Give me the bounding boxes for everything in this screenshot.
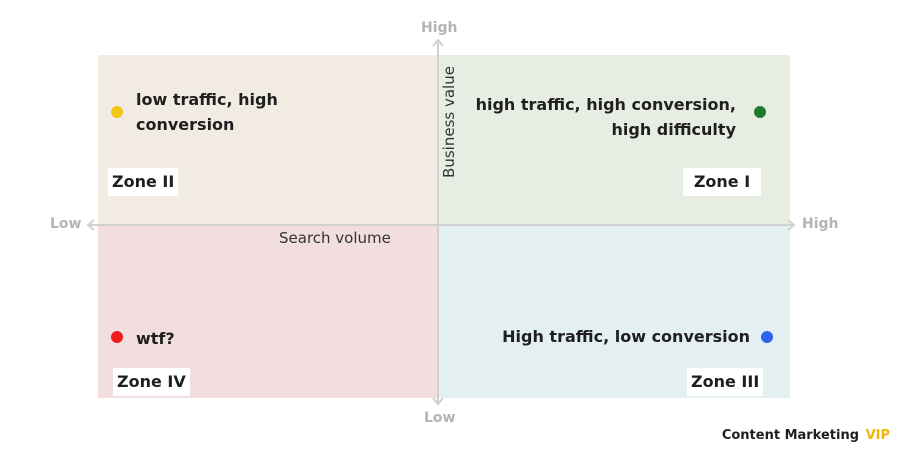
brand-name: Content Marketing — [721, 428, 860, 443]
x-axis-right-arrow — [787, 219, 796, 231]
zone-2-tag: Zone II — [108, 168, 179, 196]
y-axis-low-label: Low — [424, 410, 456, 426]
y-axis-bottom-arrow — [432, 397, 444, 406]
zone-2-description: low traffic, high conversion — [136, 90, 278, 134]
x-axis-high-label: High — [802, 216, 839, 232]
zone-1-marker — [754, 106, 766, 118]
y-axis-top-arrow — [432, 38, 444, 47]
x-axis-low-label: Low — [50, 216, 82, 232]
x-axis-left-arrow — [86, 219, 95, 231]
zone-1-tag: Zone I — [683, 168, 761, 196]
quadrant-zone-1 — [438, 55, 790, 226]
zone-3-tag: Zone III — [687, 368, 764, 396]
x-axis-title: Search volume — [279, 229, 391, 247]
brand-logo: Content Marketing VIP — [722, 428, 890, 443]
y-axis-title: Business value — [440, 66, 458, 178]
zone-1-description: high traffic, high conversion, high diff… — [475, 95, 736, 139]
zone-4-tag: Zone IV — [113, 368, 190, 396]
zone-3-marker — [761, 331, 773, 343]
y-axis-high-label: High — [421, 20, 458, 36]
zone-3-description: High traffic, low conversion — [502, 327, 750, 346]
zone-2-marker — [111, 106, 123, 118]
zone-4-marker — [111, 331, 123, 343]
brand-badge: VIP — [865, 428, 890, 443]
quadrant-zone-2 — [98, 55, 438, 226]
zone-4-description: wtf? — [136, 329, 175, 348]
